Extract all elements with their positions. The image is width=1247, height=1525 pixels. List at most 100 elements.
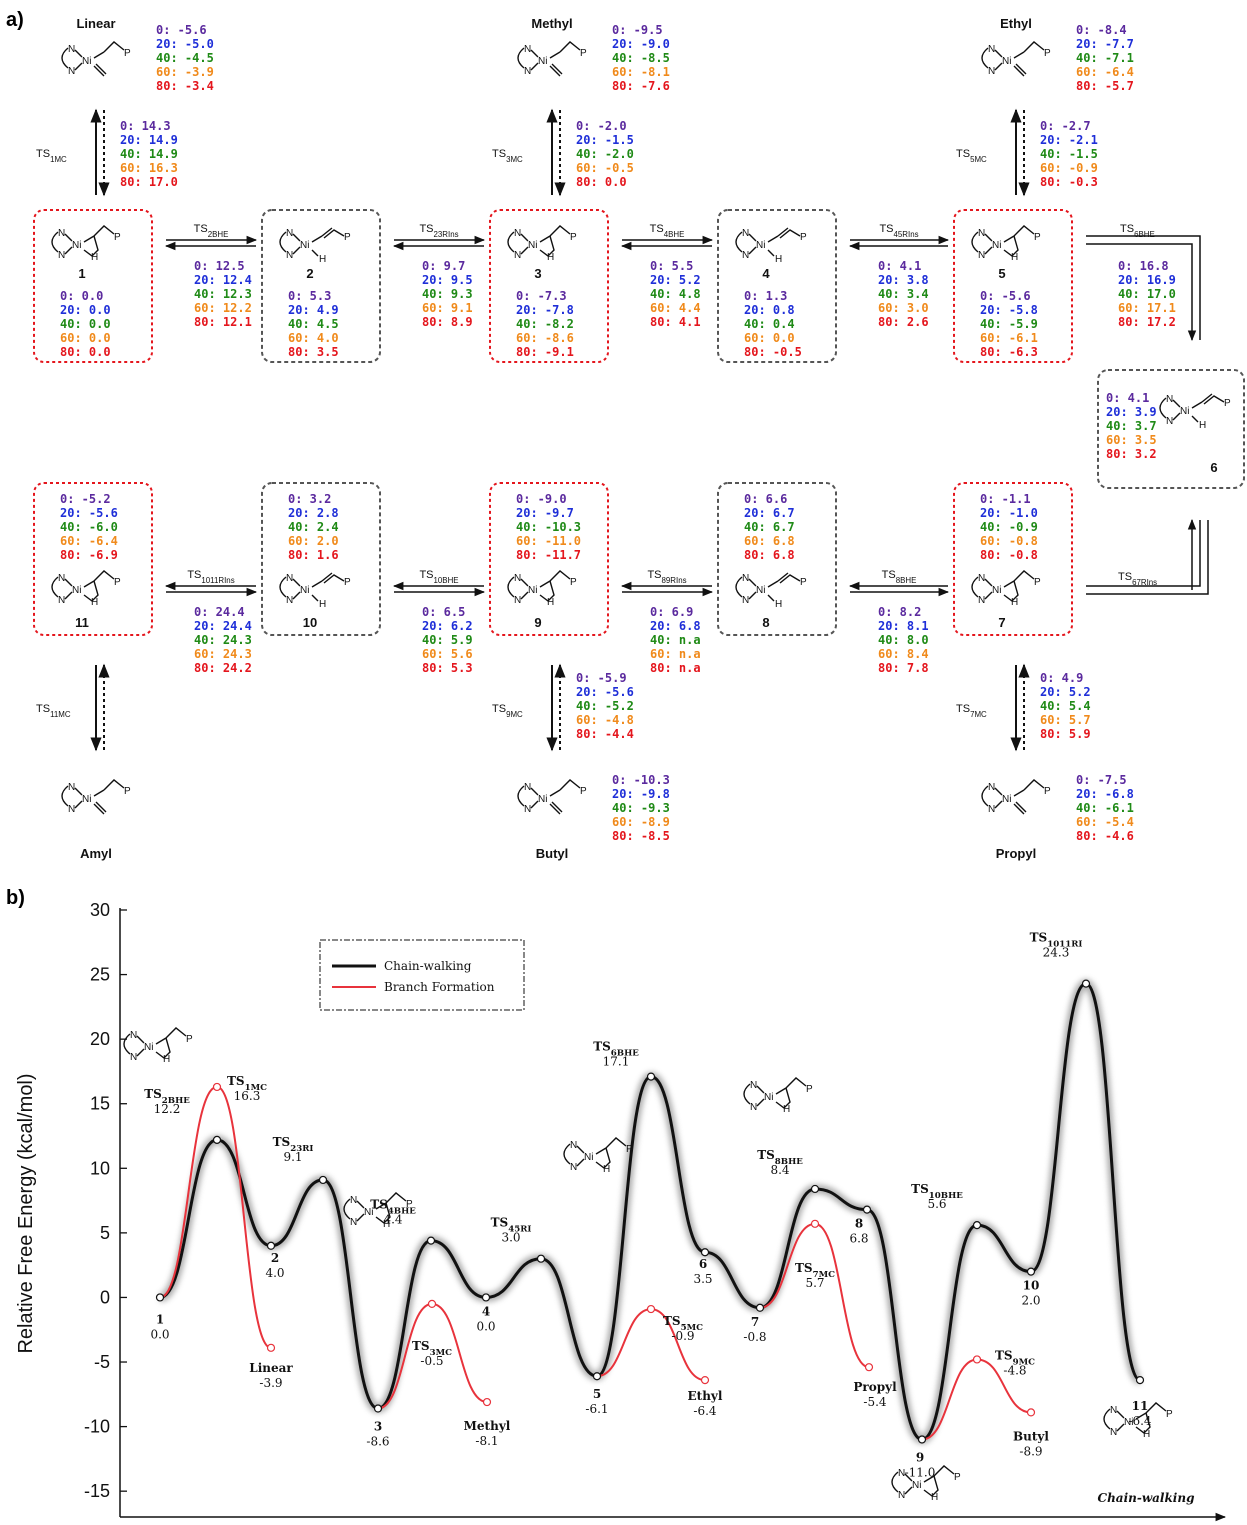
value-line: 0: 0.0	[60, 289, 103, 303]
atom-ni: Ni	[144, 1042, 153, 1053]
value-line: 40: 5.9	[422, 633, 473, 647]
alkene	[777, 572, 801, 584]
value-line: 0: 4.1	[1106, 391, 1149, 405]
value-line: 40: -9.3	[612, 801, 670, 815]
value-line: 60: -6.1	[980, 331, 1038, 345]
value-line: 60: 4.0	[288, 331, 339, 345]
atom-p: P	[626, 1144, 633, 1155]
point-name-label: TS8BHE	[757, 1148, 803, 1167]
point-name-label: TS9MC	[995, 1348, 1035, 1367]
point-name-label: 7	[751, 1315, 759, 1329]
agostic	[923, 1475, 939, 1497]
chain	[385, 1192, 407, 1204]
ts-label: TS4BHE	[650, 223, 685, 239]
atom-n: N	[514, 250, 521, 261]
atom-ni: Ni	[1002, 794, 1011, 805]
point-value-label: 0.0	[476, 1319, 495, 1333]
value-line: 80: -0.5	[744, 345, 802, 359]
state-values: 0: -7.320: -7.840: -8.260: -8.680: -9.1	[516, 289, 574, 359]
bottom-state-values: 0: -7.520: -6.840: -6.160: -5.480: -4.6	[1076, 773, 1134, 843]
bond	[549, 51, 561, 59]
atom-n: N	[898, 1490, 905, 1501]
atom-h: H	[1143, 1429, 1150, 1440]
y-tick-label: -10	[84, 1417, 110, 1437]
panel-b-label: b)	[6, 887, 25, 909]
data-point	[536, 1254, 546, 1263]
agostic	[595, 1147, 611, 1169]
state-id: 5	[998, 266, 1005, 281]
atom-n: N	[1166, 416, 1173, 427]
bond	[576, 1158, 585, 1167]
atom-n: N	[514, 573, 521, 584]
ts-values: 0: 6.920: 6.840: n.a60: n.a80: n.a	[650, 605, 701, 675]
value-line: 80: 24.2	[194, 661, 252, 675]
value-line: 40: 8.0	[878, 633, 929, 647]
atom-n: N	[750, 1080, 757, 1091]
value-line: 40: 12.3	[194, 287, 252, 301]
state-values: 0: -1.120: -1.040: -0.960: -0.880: -0.8	[980, 492, 1038, 562]
value-line: 20: -5.8	[980, 303, 1038, 317]
atom-n: N	[978, 573, 985, 584]
atom-h: H	[1011, 252, 1018, 263]
data-point	[700, 1248, 710, 1257]
chain	[605, 1137, 627, 1149]
ts-values: 0: 9.720: 9.540: 9.360: 9.180: 8.9	[422, 259, 473, 329]
atom-p: P	[800, 232, 807, 243]
agostic	[539, 580, 555, 602]
value-line: 60: 8.4	[878, 647, 929, 661]
value-line: 60: 12.2	[194, 301, 252, 315]
chain-walking-glow	[158, 979, 1143, 1445]
value-line: 60: 0.0	[744, 331, 795, 345]
chain	[93, 225, 115, 237]
ts-label: TS67RIns	[1118, 571, 1157, 587]
atom-p: P	[954, 1472, 961, 1483]
bond	[1116, 1423, 1125, 1432]
value-line: 80: n.a	[650, 661, 701, 675]
ligand-arc	[123, 1033, 131, 1055]
value-line: 0: -9.0	[516, 492, 567, 506]
point-value-label: 3.5	[693, 1272, 712, 1286]
state-id: 4	[762, 266, 770, 281]
atom-h: H	[547, 252, 554, 263]
value-line: 80: -4.6	[1076, 829, 1134, 843]
value-line: 20: -6.8	[1076, 787, 1134, 801]
point-name-label: 11	[1132, 1399, 1149, 1413]
value-line: 60: -0.5	[576, 161, 634, 175]
chain	[559, 41, 581, 53]
bond	[923, 1475, 935, 1483]
point-name-label: TS7MC	[795, 1261, 835, 1280]
bond	[136, 1035, 145, 1044]
alkene	[777, 227, 801, 239]
value-line: 80: 5.9	[1040, 727, 1091, 741]
value-line: 40: 14.9	[120, 147, 178, 161]
point-value-label: 24.3	[1043, 946, 1070, 960]
ts-values: 0: -2.020: -1.540: -2.060: -0.580: 0.0	[576, 119, 634, 189]
atom-n: N	[1166, 394, 1173, 405]
atom-h: H	[91, 252, 98, 263]
value-line: 40: 3.7	[1106, 419, 1157, 433]
atom-h: H	[163, 1054, 170, 1065]
atom-p: P	[1044, 786, 1051, 797]
ts-values: 0: -5.920: -5.640: -5.260: -4.880: -4.4	[576, 671, 634, 741]
bond	[1013, 789, 1025, 797]
y-tick-label: 0	[100, 1287, 110, 1307]
value-line: 20: -7.7	[1076, 37, 1134, 51]
data-point	[700, 1376, 710, 1385]
state-values: 0: 4.120: 3.940: 3.760: 3.580: 3.2	[1106, 391, 1157, 461]
state-box-border	[717, 482, 837, 636]
point-name-label: Linear	[249, 1361, 293, 1375]
value-line: 40: 0.0	[60, 317, 111, 331]
olefin	[93, 801, 107, 815]
point-value-label: 9.1	[283, 1150, 302, 1164]
atom-ni: Ni	[992, 240, 1001, 251]
ts-values: 0: 12.520: 12.440: 12.360: 12.280: 12.1	[194, 259, 252, 329]
value-line: 80: 3.2	[1106, 447, 1157, 461]
y-tick-label: 5	[100, 1223, 110, 1243]
agostic	[83, 235, 99, 257]
